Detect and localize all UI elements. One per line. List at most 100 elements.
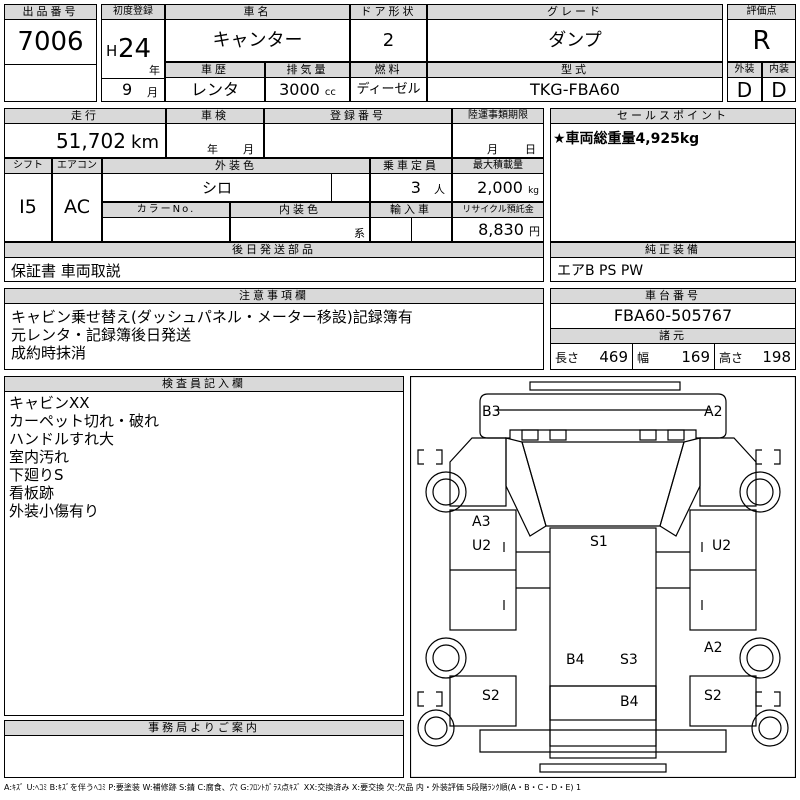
interior-box: 内装 D	[762, 62, 796, 102]
month-unit: 月	[147, 86, 158, 99]
inspector-line: キャビンXX	[9, 394, 90, 412]
sales-point-value: ★車両総重量4,925kg	[553, 131, 700, 147]
inspector-line: 室内汚れ	[9, 448, 70, 466]
door-value: 2	[382, 30, 395, 51]
left-cab-side	[449, 437, 507, 507]
mark-u2-left: U2	[472, 538, 491, 554]
inspector-line: 下廻りS	[9, 466, 64, 484]
length-label: 長さ	[555, 350, 580, 365]
exterior-value: D	[736, 78, 753, 102]
width-label: 幅	[637, 350, 650, 365]
capacity-value: 3	[410, 178, 421, 197]
notes-line: キャビン乗せ替え(ダッシュパネル・メーター移設)記録簿有	[11, 308, 413, 326]
mark-a3: A3	[472, 514, 490, 530]
model-code-label: 型式	[428, 63, 722, 78]
model-code-value: TKG-FBA60	[530, 80, 620, 99]
aircon-value: AC	[64, 196, 90, 218]
dimensions-label: 諸元	[551, 329, 795, 344]
inspector-line: ハンドルすれ大	[9, 430, 115, 448]
score-box: 評価点 R	[727, 4, 796, 62]
top-bumper	[529, 381, 681, 391]
genuine-equipment-value: エアB PS PW	[557, 263, 644, 279]
year-value: 24	[118, 34, 152, 64]
lot-number-value: 7006	[5, 20, 96, 65]
inspector-lines: キャビンXX カーペット切れ・破れ ハンドルすれ大 室内汚れ 下廻りS 看板跡 …	[5, 392, 403, 522]
door-box: ドア形状 2	[350, 4, 427, 62]
first-registration-year: H 24 年	[102, 20, 164, 79]
color-no-label: カラーNo.	[103, 203, 229, 218]
mileage-box: 走行 51,702 km	[4, 108, 166, 158]
registration-number-box: 登録番号	[264, 108, 452, 158]
diagram-frame	[410, 376, 796, 778]
capacity-row: 3 人	[371, 174, 451, 204]
transfer-month-unit: 月	[487, 143, 498, 156]
displacement-unit: cc	[324, 87, 336, 98]
transfer-box: 陸運事類期限 月 日	[452, 108, 544, 158]
shift-value: I5	[19, 196, 37, 218]
displacement-row: 3000 cc	[266, 78, 349, 105]
length-value: 469	[599, 348, 628, 366]
history-value: レンタ	[190, 80, 239, 99]
era-label: H	[106, 42, 118, 60]
max-load-box: 最大積載量 2,000 kg	[452, 158, 544, 202]
recycle-box: リサイクル預託金 8,830 円	[452, 202, 544, 242]
dump-bed	[549, 527, 657, 759]
bottom-right-wheel	[751, 709, 789, 747]
grille-slot	[549, 429, 567, 441]
inspection-label: 車検	[167, 109, 263, 124]
inspector-line: カーペット切れ・破れ	[9, 412, 160, 430]
recycle-unit: 円	[529, 225, 540, 238]
genuine-equipment-label: 純正装備	[551, 243, 795, 258]
dimensions-row: 長さ 469 幅 169 高さ 198	[551, 344, 795, 370]
shift-box: シフト I5	[4, 158, 52, 242]
mark-a2-top: A2	[704, 404, 722, 420]
exterior-label: 外装	[728, 63, 761, 78]
chassis-label: 車台番号	[551, 289, 795, 304]
int-color-label: 内装色	[231, 203, 369, 218]
notes-line: 成約時抹消	[11, 344, 87, 362]
mileage-value: 51,702	[55, 129, 126, 153]
mark-b4-bottom: B4	[620, 694, 639, 710]
right-mirror	[774, 449, 781, 465]
capacity-unit: 人	[434, 183, 445, 196]
left-mirror	[436, 449, 443, 465]
left-door-panel	[505, 437, 547, 537]
import-box: 輸入車	[370, 202, 452, 242]
ext-color-box: 外装色 シロ	[102, 158, 370, 202]
grade-label: グレード	[428, 5, 722, 20]
history-box: 車歴 レンタ	[165, 62, 265, 102]
car-name-label: 車名	[166, 5, 349, 20]
chassis-value: FBA60-505767	[551, 304, 795, 329]
mileage-unit: km	[131, 132, 159, 153]
mark-s2-right: S2	[704, 688, 722, 704]
displacement-box: 排気量 3000 cc	[265, 62, 350, 102]
sales-point-label: セールスポイント	[551, 109, 795, 124]
recycle-value: 8,830	[478, 220, 524, 239]
mileage-row: 51,702 km	[5, 124, 165, 160]
notes-box: 注意事項欄 キャビン乗せ替え(ダッシュパネル・メーター移設)記録簿有 元レンタ・…	[4, 288, 544, 370]
mark-a2-bottom: A2	[704, 640, 722, 656]
cab-top	[479, 393, 727, 439]
rear-panel	[549, 685, 657, 721]
office-box: 事務局よりご案内	[4, 720, 404, 778]
fuel-label: 燃料	[351, 63, 426, 78]
height-value: 198	[762, 348, 791, 366]
month-value: 9	[122, 80, 133, 99]
bottom-left-wheel	[417, 709, 455, 747]
rear-step	[539, 763, 667, 773]
height-cell: 高さ 198	[715, 344, 795, 370]
grade-value: ダンプ	[548, 30, 602, 51]
import-label: 輸入車	[371, 203, 451, 218]
interior-label: 内装	[763, 63, 795, 78]
displacement-value: 3000	[279, 80, 320, 99]
displacement-label: 排気量	[266, 63, 349, 78]
shift-label: シフト	[5, 159, 51, 174]
inspector-label: 検査員記入欄	[5, 377, 403, 392]
vehicle-diagram: B3 A2 A3 U2 U2 S1 B4 S3 A2 S2 S2 B4	[410, 376, 796, 778]
car-name-box: 車名 キャンター	[165, 4, 350, 62]
length-cell: 長さ 469	[551, 344, 633, 370]
door-label: ドア形状	[351, 5, 426, 20]
grille-slot	[667, 429, 685, 441]
grille-slot	[521, 429, 539, 441]
notes-label: 注意事項欄	[5, 289, 543, 304]
